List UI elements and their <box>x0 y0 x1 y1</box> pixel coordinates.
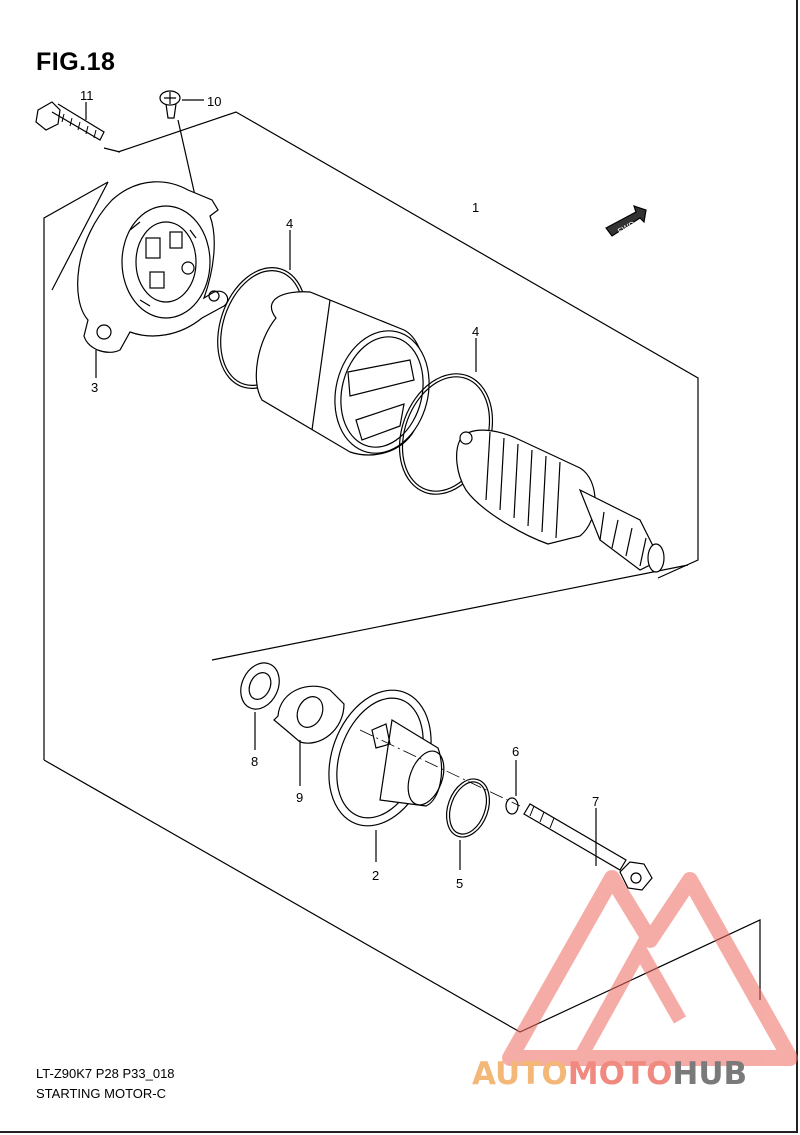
screw-10-part <box>159 90 181 119</box>
watermark-part-auto: AUTO <box>472 1056 568 1092</box>
figure-title: FIG.18 <box>36 48 116 76</box>
callout-6: 6 <box>512 744 519 759</box>
washer-8-part <box>240 662 280 710</box>
o-ring-5-part <box>445 778 491 838</box>
washer-6-part <box>505 797 519 815</box>
figure-code: LT-Z90K7 P28 P33_018 <box>36 1066 175 1081</box>
assembly-1-outline-left <box>43 181 109 760</box>
watermark-part-moto: MOTO <box>568 1056 673 1092</box>
fwd-arrow-icon <box>605 205 647 237</box>
callout-3: 3 <box>91 380 98 395</box>
yoke-case-part <box>255 291 430 456</box>
bracket-2-part <box>328 689 445 827</box>
bolt-11-part <box>35 101 105 141</box>
long-bolt-7-part <box>523 803 653 891</box>
lower-group-outline-bottom <box>43 759 761 1033</box>
watermark-logo <box>502 870 798 1066</box>
lock-plate-9-part <box>273 685 345 744</box>
watermark-text-auto: AUTOMOTOHUB <box>472 1056 747 1092</box>
lower-group-outline <box>211 564 689 661</box>
callout-4-left: 4 <box>286 216 293 231</box>
end-housing-3-part <box>77 181 229 353</box>
callout-4-right: 4 <box>472 324 479 339</box>
callout-8: 8 <box>251 754 258 769</box>
armature-part <box>456 429 665 573</box>
callout-9: 9 <box>296 790 303 805</box>
callout-1: 1 <box>472 200 479 215</box>
watermark-part-hub: HUB <box>672 1056 747 1092</box>
callout-11: 11 <box>80 88 94 103</box>
callout-5: 5 <box>456 876 463 891</box>
callout-10: 10 <box>207 94 221 109</box>
callout-2: 2 <box>372 868 379 883</box>
figure-name: STARTING MOTOR-C <box>36 1086 166 1101</box>
callout-7: 7 <box>592 794 599 809</box>
